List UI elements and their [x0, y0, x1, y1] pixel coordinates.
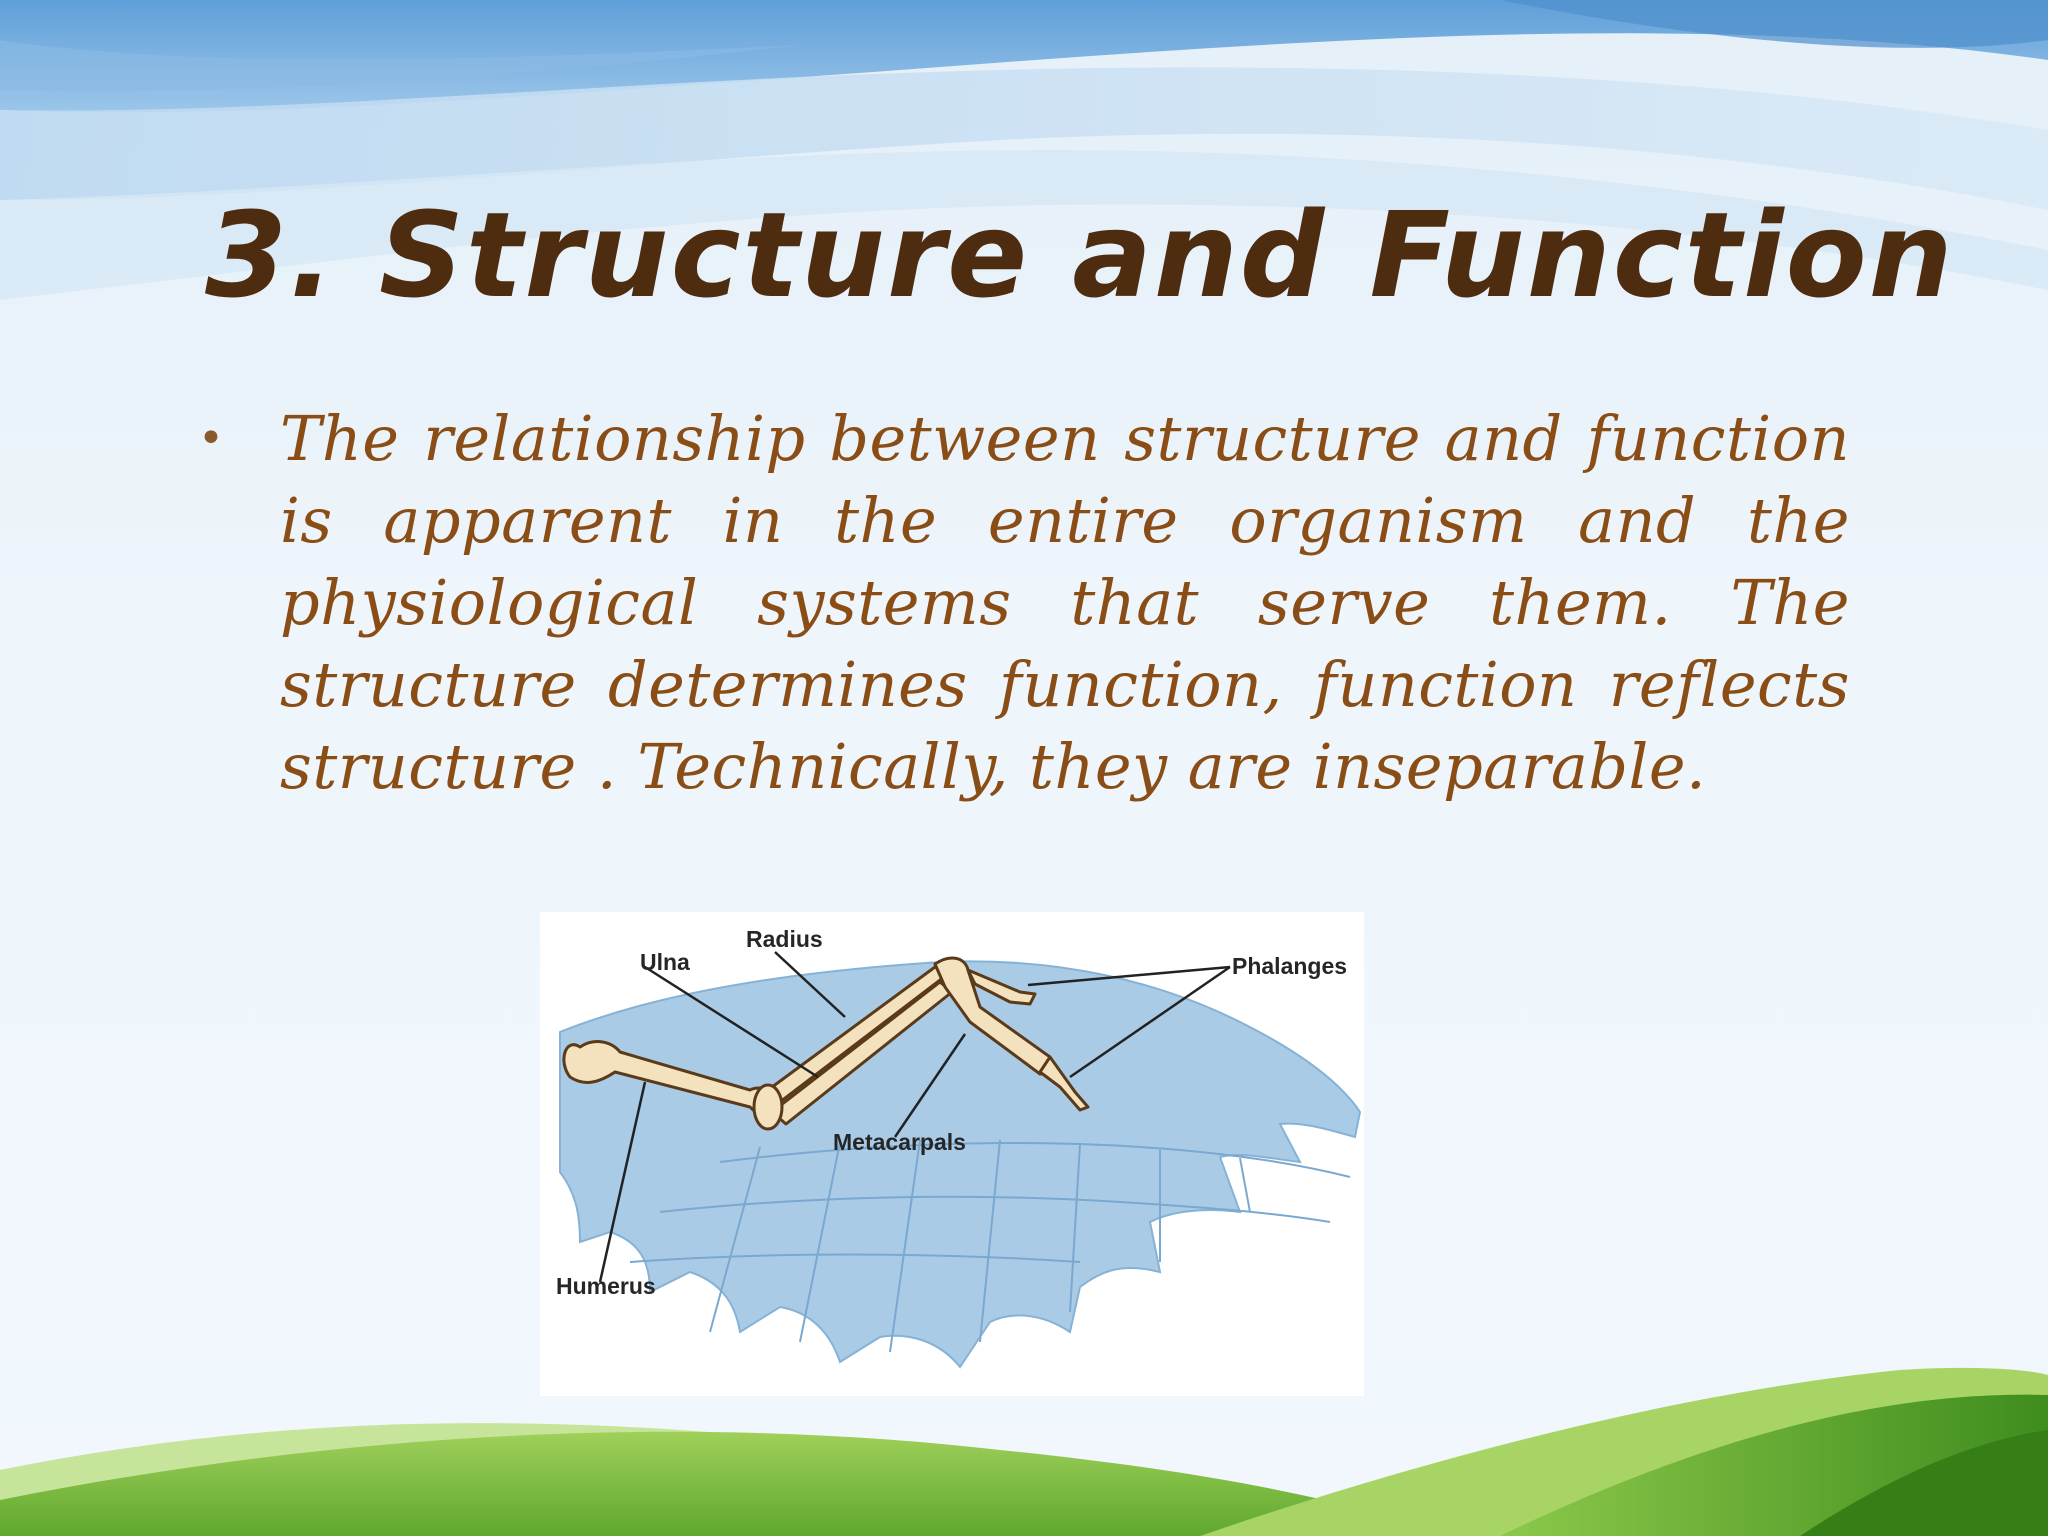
phalanges-lower-bone — [1038, 1055, 1090, 1112]
wing-bones — [562, 956, 1090, 1131]
wing-feathers — [559, 960, 1362, 1369]
grass-hills — [0, 1367, 2048, 1536]
bullet-dot-icon: • — [198, 413, 224, 464]
metacarpals-bone — [933, 956, 1057, 1076]
leader-lines — [598, 951, 1231, 1283]
label-radius: Radius — [746, 926, 823, 952]
bullet-item: • The relationship between structure and… — [190, 398, 1850, 808]
label-phalanges: Phalanges — [1232, 953, 1347, 979]
phalanges-upper-bone — [966, 968, 1037, 1006]
wing-bone-diagram: Ulna Radius Phalanges Metacarpals Humeru… — [540, 912, 1364, 1396]
label-metacarpals: Metacarpals — [833, 1129, 966, 1155]
elbow-joint — [752, 1083, 784, 1131]
label-ulna: Ulna — [640, 949, 690, 975]
bullet-text: The relationship between structure and f… — [280, 402, 1850, 803]
wing-diagram-svg: Ulna Radius Phalanges Metacarpals Humeru… — [556, 926, 1362, 1369]
sky-waves — [0, 0, 2048, 300]
label-humerus: Humerus — [556, 1273, 656, 1299]
bullet-list: • The relationship between structure and… — [190, 398, 1850, 808]
slide-title: 3. Structure and Function — [205, 186, 1955, 324]
